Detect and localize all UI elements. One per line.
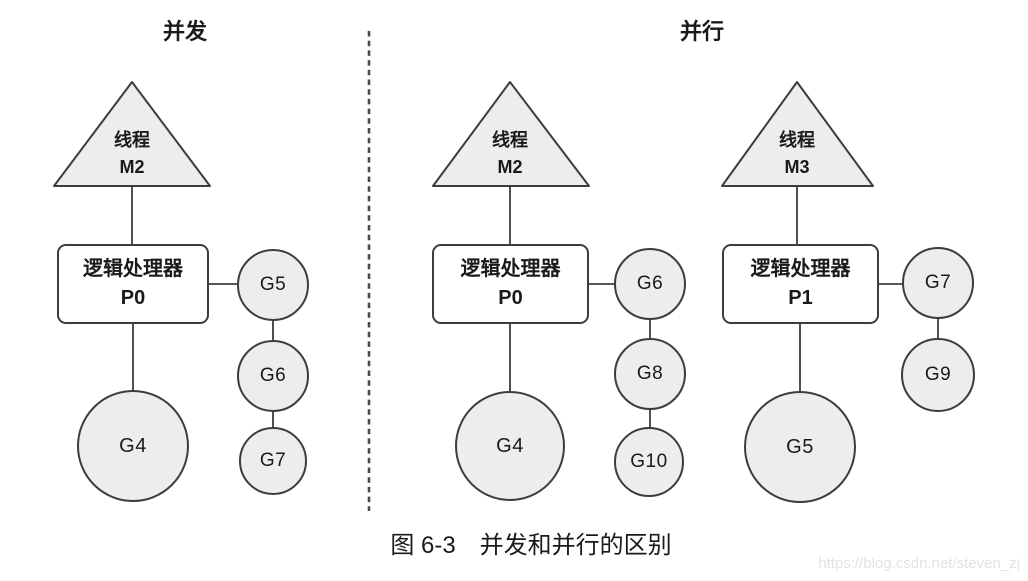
goroutine-label-g9: G9 [924, 364, 952, 385]
goroutine-label-g5: G5 [259, 274, 287, 295]
goroutine-node-running [77, 390, 189, 502]
goroutine-node-running [744, 391, 856, 503]
processor-label-line2: P1 [788, 287, 813, 309]
goroutine-label-g4-running: G4 [119, 434, 147, 457]
thread-label-line1: 线程 [114, 130, 150, 150]
processor-label-line2: P0 [498, 287, 523, 309]
goroutine-label-g4-running-parallel: G4 [496, 434, 524, 457]
processor-label-line2: P0 [120, 287, 146, 309]
goroutine-node-queue-3 [614, 427, 684, 497]
thread-label-line2: M2 [497, 157, 523, 177]
goroutine-label-g6-parallel: G6 [636, 273, 664, 294]
goroutine-node-queue-2 [901, 338, 975, 412]
figure-caption: 图 6-3 并发和并行的区别 [390, 532, 672, 559]
goroutine-node-running [455, 391, 565, 501]
thread-label-line1: 线程 [779, 130, 815, 150]
goroutine-label-g10: G10 [630, 451, 668, 472]
goroutine-label-g7: G7 [259, 450, 287, 471]
processor-label-p1: 逻辑处理器 P1 [723, 245, 878, 323]
watermark-url: https://blog.csdn.net/steven_zj [818, 555, 1020, 572]
goroutine-label-g7-parallel: G7 [924, 272, 952, 293]
thread-label-m2-parallel: 线程 M2 [450, 127, 570, 181]
panel-title-parallel: 并行 [679, 19, 725, 44]
thread-label-line1: 线程 [492, 130, 528, 150]
goroutine-label-g8: G8 [636, 363, 664, 384]
thread-label-m3: 线程 M3 [737, 127, 857, 181]
goroutine-label-g6: G6 [259, 365, 287, 386]
processor-label-p0: 逻辑处理器 P0 [58, 245, 208, 323]
thread-label-line2: M2 [119, 157, 145, 177]
panel-title-concurrency: 并发 [162, 19, 208, 44]
thread-triangle-parallel-m2 [432, 81, 590, 187]
processor-label-line1: 逻辑处理器 [460, 258, 561, 280]
thread-label-line2: M3 [784, 157, 810, 177]
goroutine-node-queue-3 [239, 427, 307, 495]
thread-label-m2: 线程 M2 [72, 127, 192, 181]
processor-label-line1: 逻辑处理器 [83, 258, 183, 280]
processor-label-line1: 逻辑处理器 [750, 258, 851, 280]
processor-label-p0-parallel: 逻辑处理器 P0 [433, 245, 588, 323]
goroutine-label-g5-running: G5 [786, 435, 814, 458]
